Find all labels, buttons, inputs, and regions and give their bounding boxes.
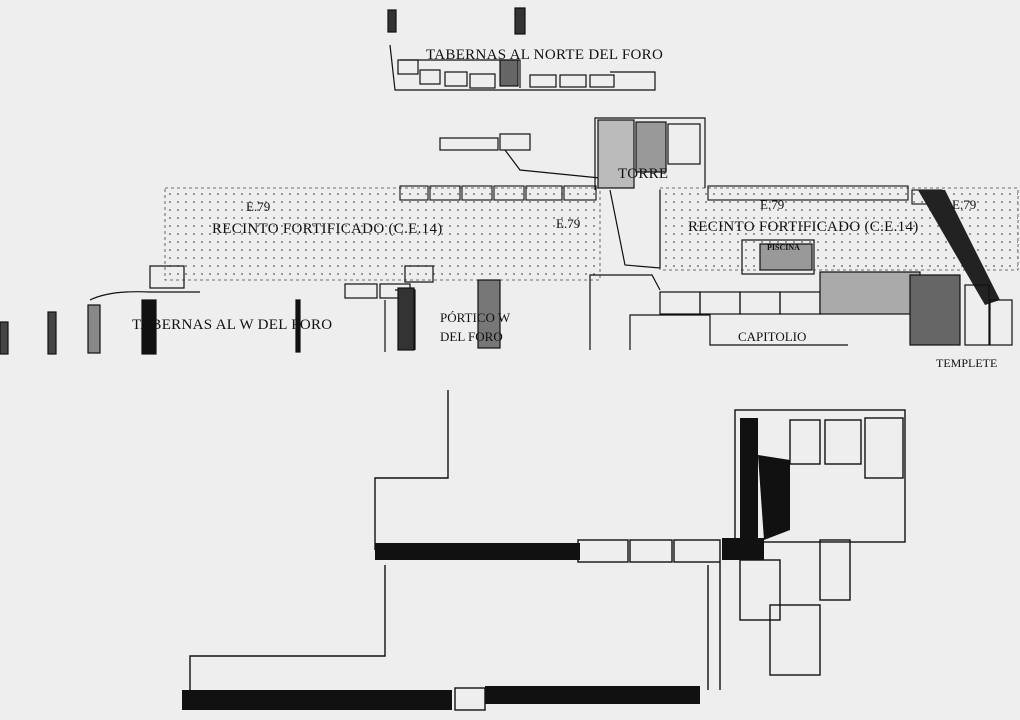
label-torre: TORRE bbox=[618, 166, 669, 182]
tabernas-w-walls bbox=[0, 265, 501, 355]
label-tabernas-w: TABERNAS AL W DEL FORO bbox=[132, 317, 333, 333]
label-recinto-left: RECINTO FORTIFICADO (C.E.14) bbox=[212, 221, 443, 237]
label-portico-line1: PÓRTICO W bbox=[440, 310, 511, 325]
label-e79-left: E.79 bbox=[246, 199, 271, 214]
torre-walls bbox=[439, 117, 706, 269]
diagonal-trench bbox=[918, 190, 1000, 305]
tabernas-norte-walls bbox=[387, 7, 656, 91]
label-portico-line2: DEL FORO bbox=[440, 329, 503, 344]
lower-plan-solid-walls bbox=[182, 418, 790, 710]
lower-plan-walls bbox=[189, 390, 906, 711]
recinto-wall-blocks bbox=[399, 185, 943, 205]
label-e79-far-right: E.79 bbox=[952, 197, 977, 212]
label-e79-right: E.79 bbox=[760, 197, 785, 212]
label-tabernas-norte: TABERNAS AL NORTE DEL FORO bbox=[426, 47, 664, 63]
label-templete: TEMPLETE bbox=[936, 356, 998, 370]
label-capitolio: CAPITOLIO bbox=[738, 329, 807, 344]
recinto-dotted-area-left bbox=[164, 187, 601, 281]
label-piscina: PISCINA bbox=[767, 243, 800, 252]
label-recinto-right: RECINTO FORTIFICADO (C.E.14) bbox=[688, 219, 919, 235]
label-e79-center: E.79 bbox=[556, 216, 581, 231]
capitolio-walls bbox=[589, 239, 1013, 350]
